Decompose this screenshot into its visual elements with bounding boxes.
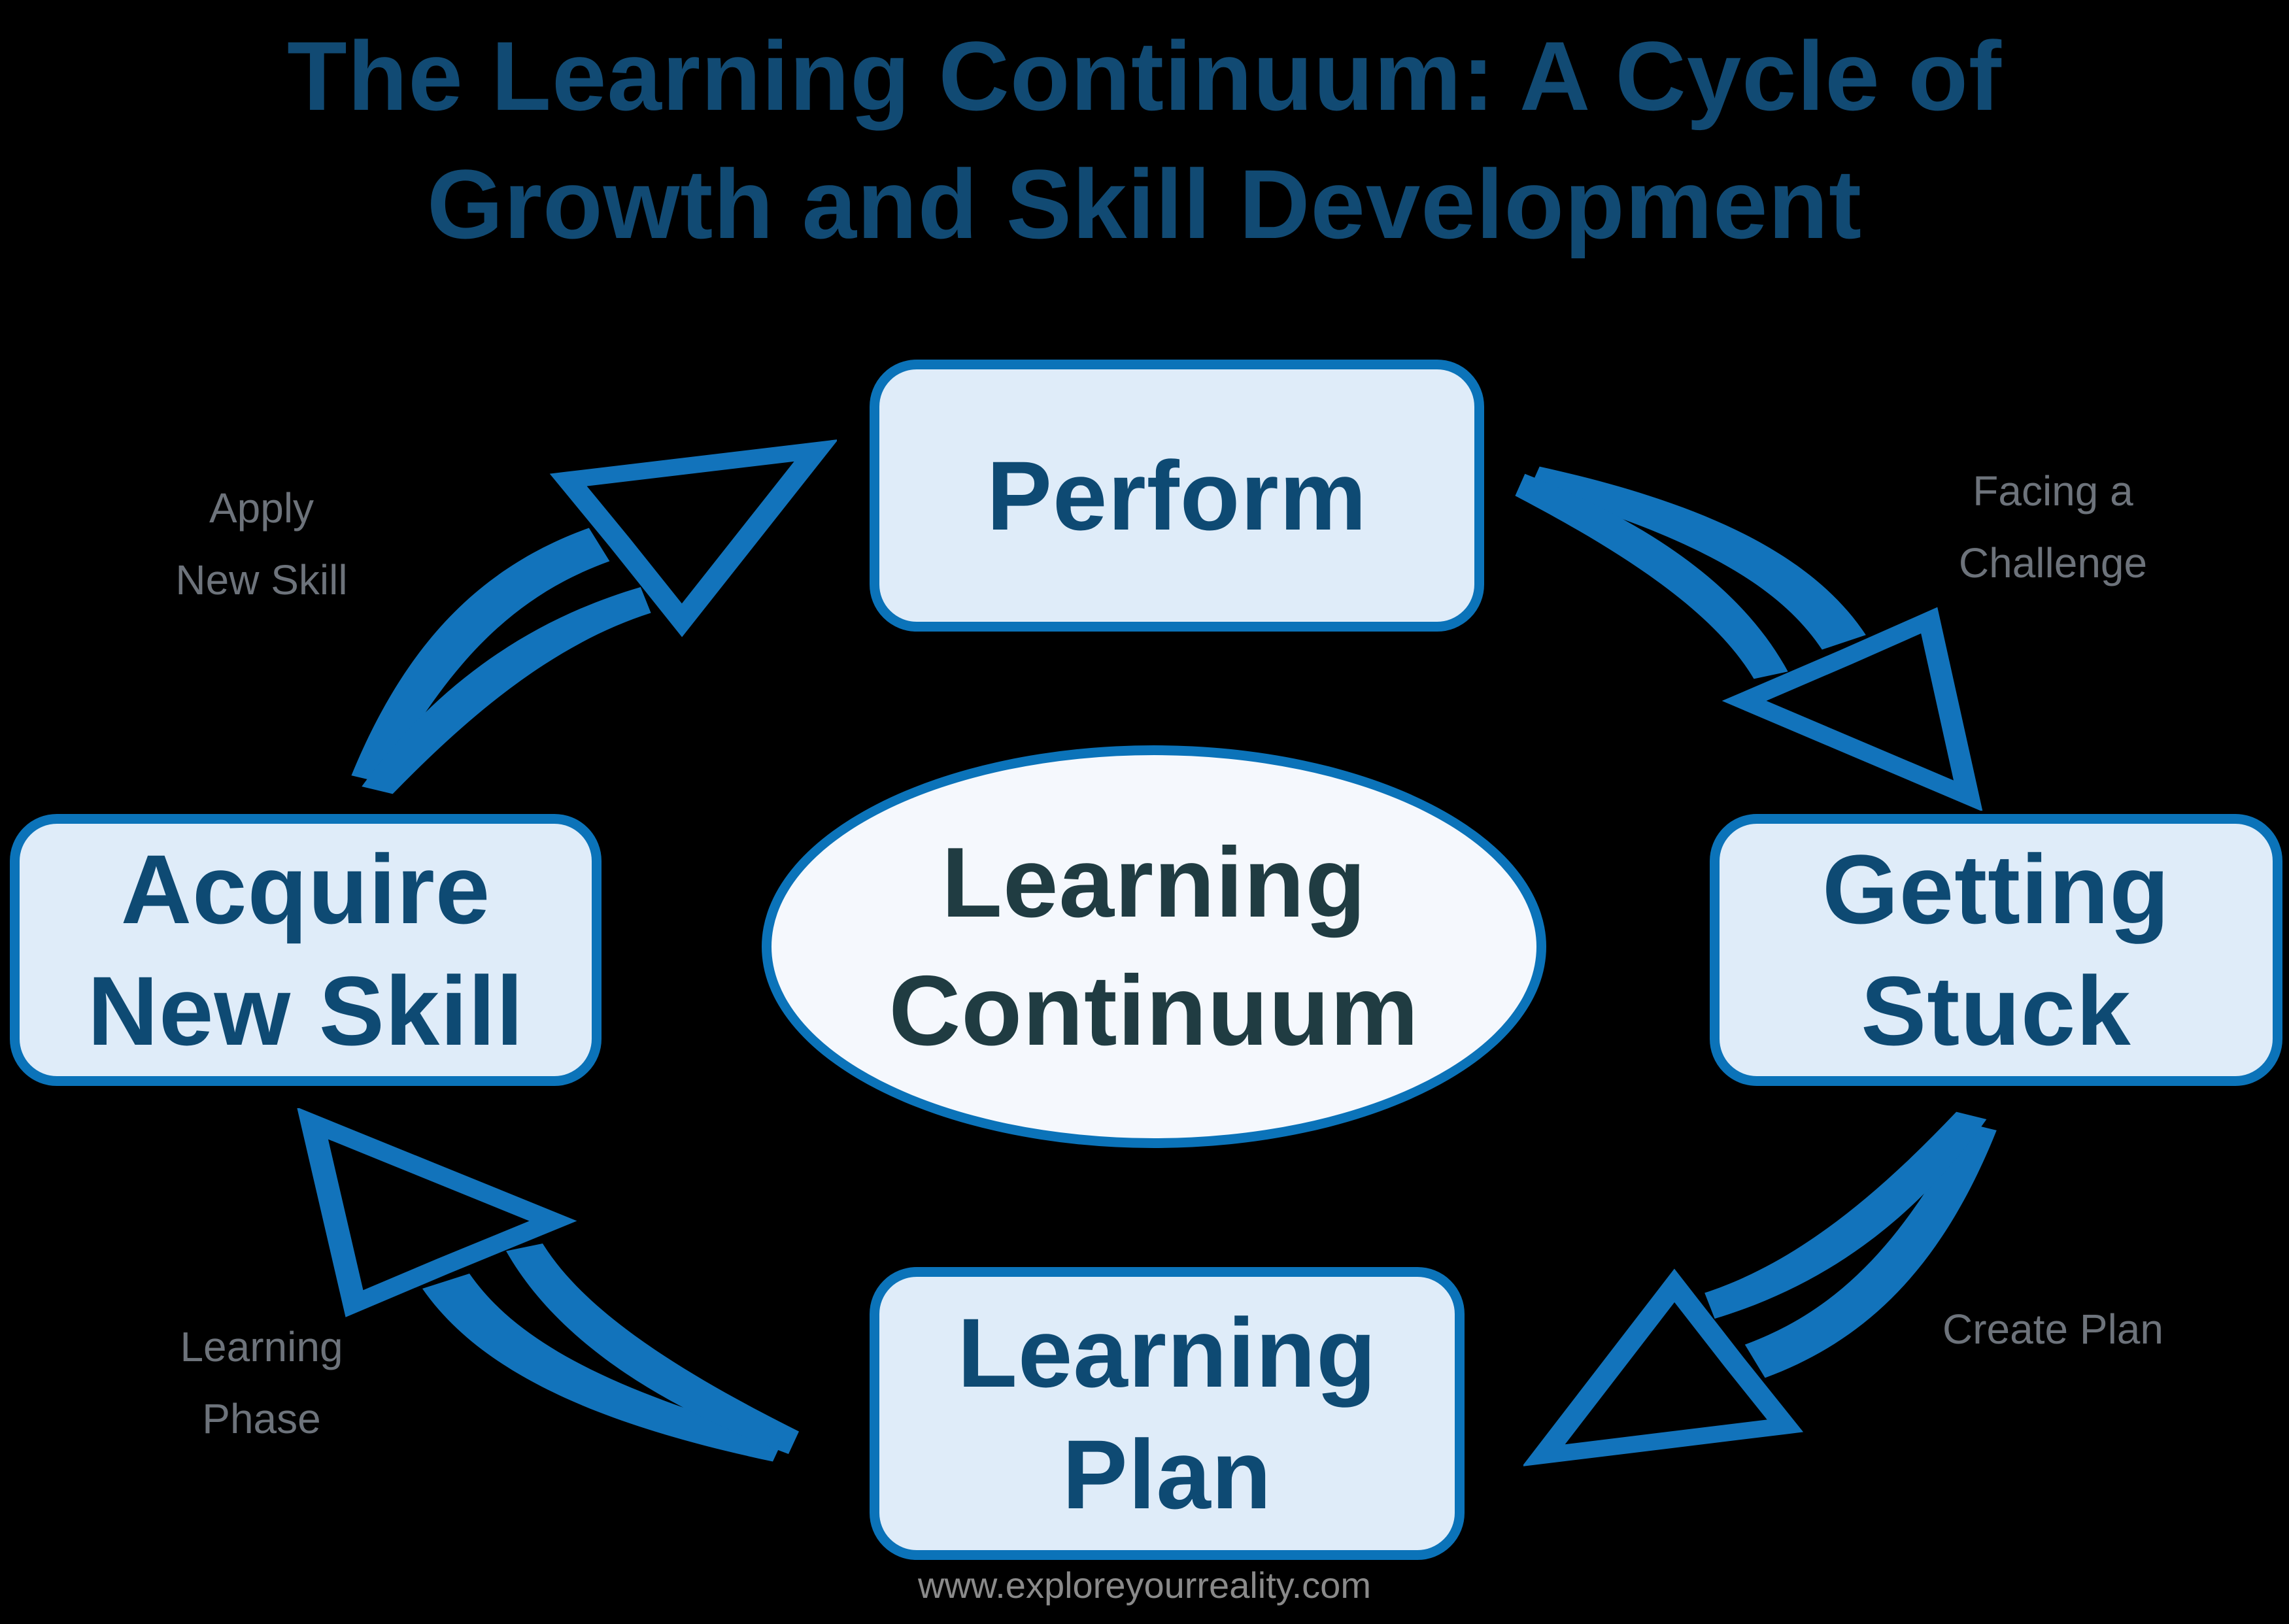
diagram-title-line-2: Growth and Skill Development	[426, 149, 1863, 259]
website-url: www.exploreyourreality.com	[918, 1565, 1371, 1606]
edge-label-facing-line-1: Facing a	[1973, 467, 2133, 515]
node-perform: Perform	[870, 360, 1484, 632]
node-acquire-new-skill: Acquire New Skill	[10, 814, 602, 1086]
edge-label-create-plan: Create Plan	[1857, 1293, 2249, 1365]
node-getting-stuck: Getting Stuck	[1710, 814, 2282, 1086]
edge-label-learning-phase: Learning Phase	[72, 1311, 451, 1455]
node-plan-line-1: Learning	[957, 1298, 1377, 1408]
diagram-title-line-1: The Learning Continuum: A Cycle of	[287, 21, 2002, 131]
center-ellipse-line-1: Learning	[941, 827, 1366, 938]
node-perform-label: Perform	[986, 441, 1368, 550]
node-acquire-line-2: New Skill	[87, 956, 524, 1066]
edge-label-phase-line-2: Phase	[202, 1395, 321, 1442]
edge-label-apply-line-1: Apply	[209, 484, 314, 532]
diagram-title: The Learning Continuum: A Cycle of Growt…	[0, 12, 2289, 268]
node-plan-line-2: Plan	[1062, 1419, 1272, 1529]
node-acquire-line-1: Acquire	[120, 834, 491, 944]
edge-label-create-line-1: Create Plan	[1942, 1306, 2163, 1353]
edge-label-apply-new-skill: Apply New Skill	[72, 472, 451, 616]
node-stuck-line-1: Getting	[1822, 834, 2170, 944]
edge-label-phase-line-1: Learning	[180, 1323, 343, 1370]
center-ellipse-learning-continuum: Learning Continuum	[762, 745, 1546, 1148]
node-learning-plan: Learning Plan	[870, 1267, 1465, 1560]
node-stuck-line-2: Stuck	[1861, 956, 2131, 1066]
edge-label-apply-line-2: New Skill	[175, 556, 348, 603]
edge-label-facing-a-challenge: Facing a Challenge	[1857, 455, 2249, 599]
center-ellipse-line-2: Continuum	[889, 955, 1419, 1066]
edge-label-facing-line-2: Challenge	[1958, 539, 2148, 586]
